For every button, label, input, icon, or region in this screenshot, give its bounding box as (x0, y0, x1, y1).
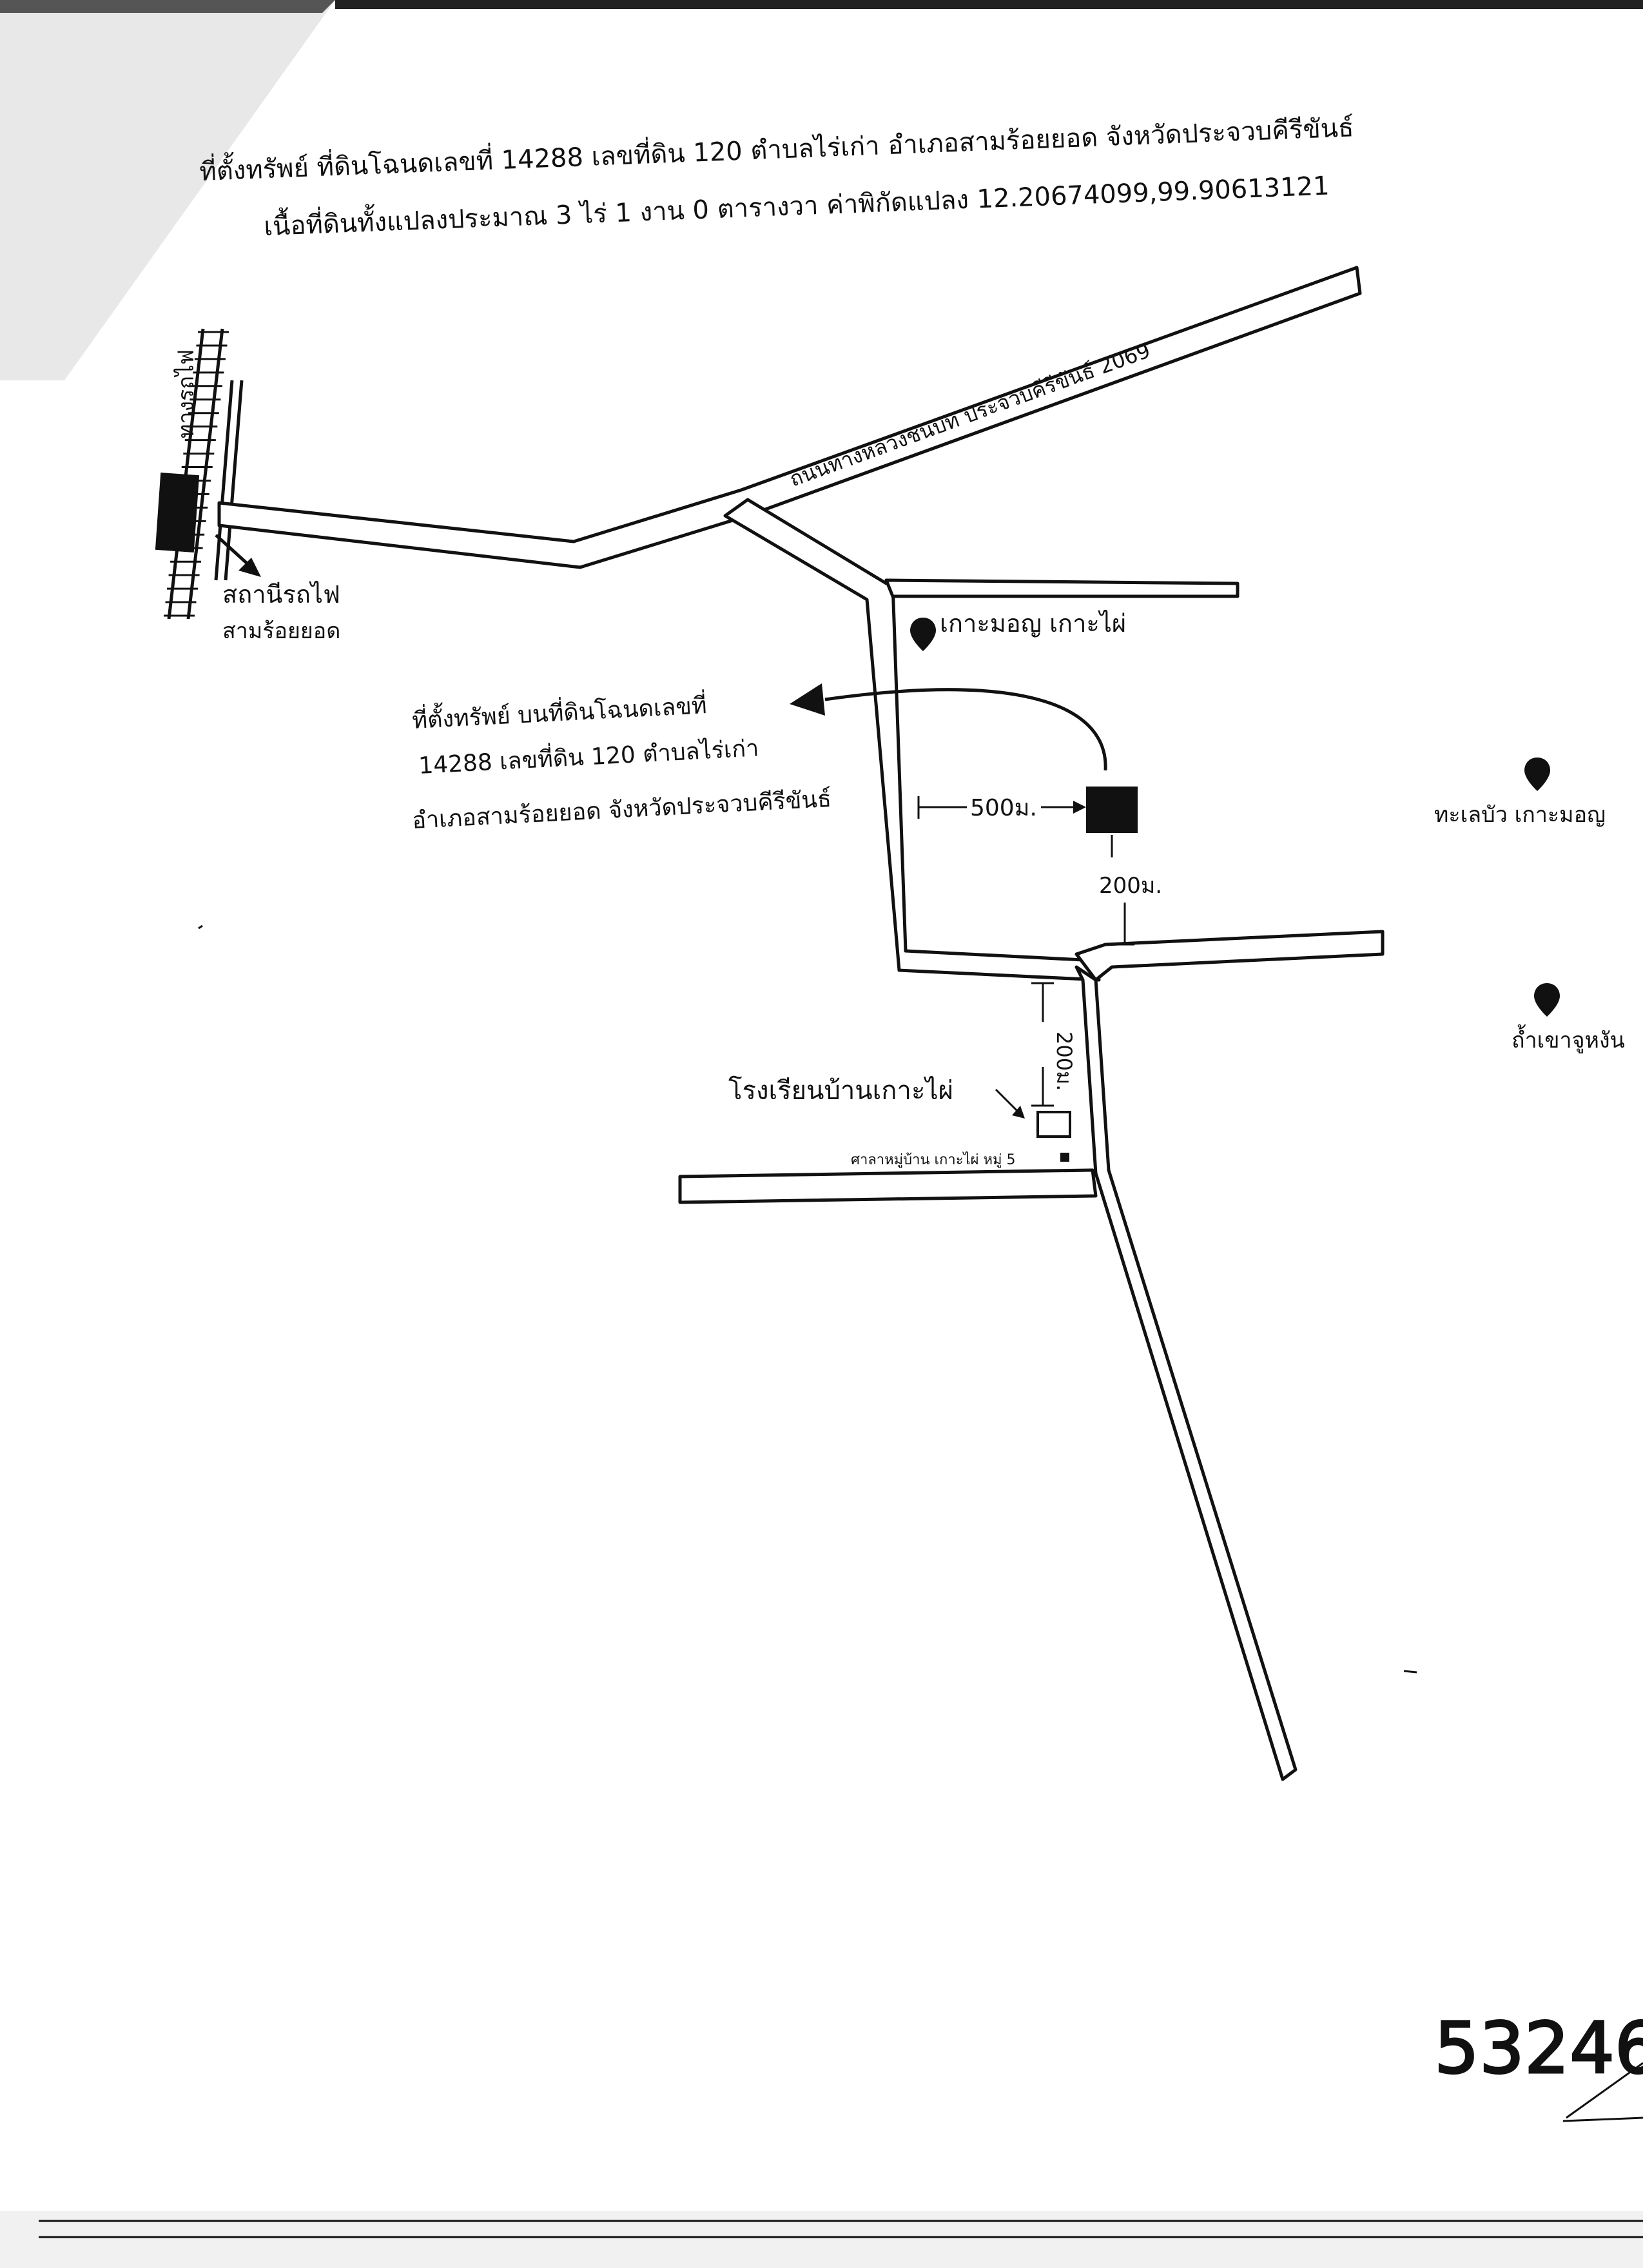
cave-pin-icon (1534, 983, 1560, 1017)
railway-label: ทางรถไฟ (173, 349, 199, 438)
station-label: สถานีรถไฟ (222, 580, 340, 609)
property-label-line-3: อำเภอสามร้อยยอด จังหวัดประจวบคีรีขันธ์ (411, 786, 832, 834)
cave-label: ถ้ำเขาจูหงัน (1512, 1024, 1625, 1053)
station-block-icon (155, 473, 200, 552)
south-road (1074, 965, 1298, 1781)
property-label-line-2: 14288 เลขที่ดิน 120 ตำบลไร่เก่า (418, 732, 759, 779)
ko-mon-road (884, 578, 1240, 598)
school-building-icon (1036, 1111, 1071, 1138)
spur-road (723, 498, 1101, 982)
header-line-1: ที่ตั้งทรัพย์ ที่ดินโฉนดเลขที่ 14288 เลข… (199, 108, 1354, 187)
corner-fold-line-2 (1562, 2116, 1643, 2122)
highway-road (217, 266, 1362, 569)
station-arrowhead (238, 558, 261, 577)
handwritten-code: 53246 (1434, 2007, 1643, 2089)
dim-200-east-label: 200ม. (1099, 873, 1162, 899)
corner-fold-line (1566, 2062, 1643, 2119)
village-hall-label: ศาลาหมู่บ้าน เกาะไผ่ หมู่ 5 (851, 1151, 1015, 1168)
lotus-lake-label: ทะเลบัว เกาะมอญ (1434, 802, 1606, 828)
village-hall-icon (1060, 1153, 1069, 1162)
ko-mon-ko-phai-label: เกาะมอญ เกาะไผ่ (940, 609, 1126, 638)
school-arrowhead (1012, 1106, 1025, 1119)
scan-corner-shadow (0, 0, 335, 380)
school-arrow (995, 1088, 1020, 1113)
lotus-lake-pin-icon (1524, 758, 1550, 791)
station-sublabel: สามร้อยยอด (222, 618, 340, 644)
station-arrow (215, 534, 253, 569)
property-arrowhead (790, 683, 825, 716)
dim-500-label: 500ม. (970, 795, 1037, 821)
map-pin-icon (910, 618, 936, 651)
dim-200-school-label: 200ม. (1052, 1031, 1076, 1091)
scan-corner-dark (0, 0, 335, 13)
stray-mark-2 (198, 924, 203, 930)
scan-top-edge (335, 0, 1643, 9)
scan-bottom-band (0, 2211, 1643, 2268)
property-label-line-1: ที่ตั้งทรัพย์ บนที่ดินโฉนดเลขที่ (411, 688, 708, 734)
property-curve-arrow (824, 688, 1107, 771)
property-marker-cross-2 (1089, 788, 1135, 831)
railway-track (164, 328, 229, 620)
dim-500-arrowhead (1073, 801, 1086, 814)
school-label: โรงเรียนบ้านเกาะไผ่ (728, 1076, 953, 1106)
rail-side-line (214, 380, 234, 581)
stray-mark (1403, 1670, 1417, 1674)
east-road (1074, 930, 1385, 982)
highway-label: ถนนทางหลวงชนบท ประจวบคีรีขันธ์ 2069 (786, 338, 1154, 491)
village-west-road (678, 1168, 1098, 1204)
